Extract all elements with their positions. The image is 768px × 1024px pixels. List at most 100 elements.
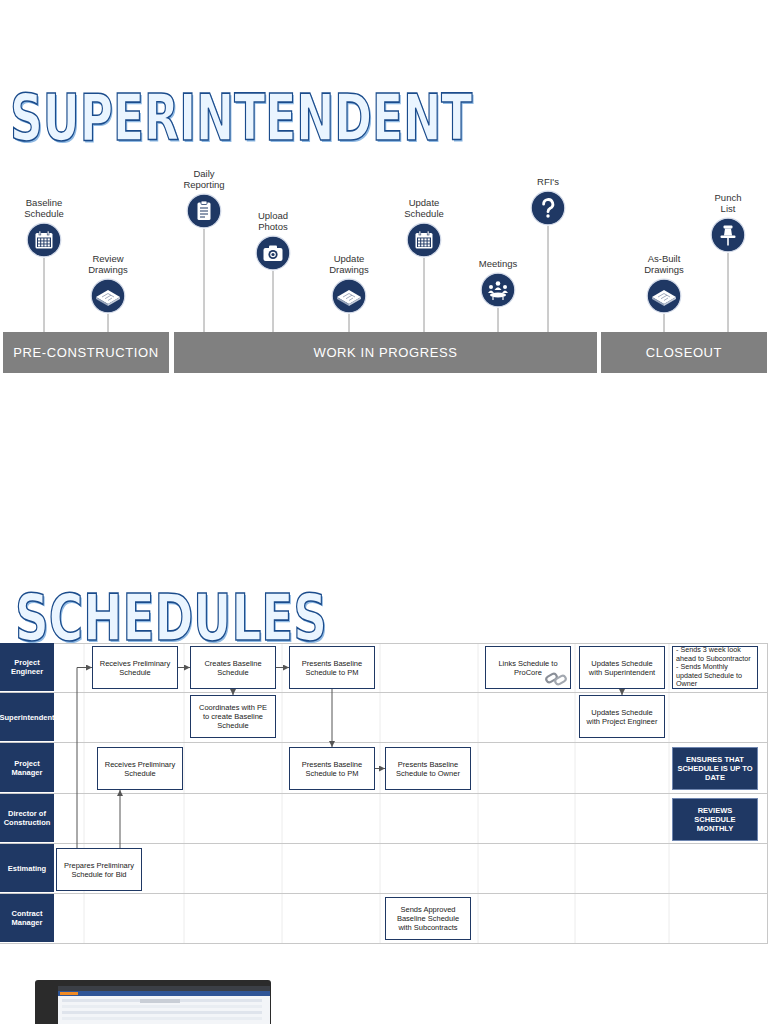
box-text: Creates Baseline Schedule: [195, 659, 271, 677]
decor-shape: [502, 291, 508, 294]
process-box: Presents Baseline Schedule to PM: [289, 747, 375, 790]
decor-shape: [424, 241, 426, 243]
process-box: Presents Baseline Schedule to PM: [289, 646, 375, 689]
screen-nav: [58, 991, 270, 996]
decor-shape: [38, 238, 40, 240]
lane-header: Contract Manager: [0, 894, 54, 943]
box-text: Receives Preliminary Schedule: [102, 760, 178, 778]
decor-shape: [481, 273, 515, 307]
decor-shape: [531, 191, 565, 225]
decor-shape: [544, 671, 568, 687]
screen-bezel: [35, 980, 271, 1024]
decor-shape: [489, 285, 493, 289]
phase-label: WORK IN PROGRESS: [314, 345, 458, 360]
decor-shape: [332, 279, 366, 313]
screen-button: [140, 999, 180, 1003]
milestone-icon: Update Drawings: [331, 278, 367, 314]
process-box: Updates Schedule with Superintendent: [579, 646, 665, 689]
swimlane: Contract Manager Sends Approved Baseline …: [0, 894, 768, 944]
milestone-label: Meetings: [472, 259, 524, 270]
box-text: - Sends Monthly updated Schedule to Owne…: [676, 663, 754, 689]
decor-shape: [424, 238, 426, 240]
milestone-icon: Meetings: [480, 272, 516, 308]
milestone-icon: Daily Reporting: [186, 193, 222, 229]
decor-shape: [47, 231, 49, 235]
decor-shape: [419, 231, 421, 235]
box-text: Presents Baseline Schedule to PM: [294, 659, 370, 677]
decor-shape: [421, 238, 423, 240]
phase-bar: CLOSEOUT: [601, 332, 767, 373]
decor-shape: [664, 297, 676, 306]
screen-row: [62, 1011, 262, 1014]
swimlane: Project Manager Receives Preliminary Sche…: [0, 743, 768, 794]
flow-arrow: [276, 667, 289, 668]
flow-arrow: [332, 689, 333, 747]
decor-shape: [418, 244, 420, 246]
decor-shape: [503, 285, 507, 289]
decor-shape: [417, 238, 431, 248]
decor-shape: [658, 294, 670, 301]
lane-header: Project Engineer: [0, 643, 54, 692]
milestone-icon: Punch List: [710, 217, 746, 253]
decor-shape: [427, 231, 429, 235]
decor-shape: [201, 201, 207, 205]
decor-shape: [724, 229, 732, 236]
process-box: Creates Baseline Schedule: [190, 646, 276, 689]
screen-row: [62, 999, 262, 1002]
box-text: ENSURES THAT SCHEDULE IS UP TO DATE: [677, 755, 753, 782]
table-border: [1, 644, 768, 944]
decor-shape: [554, 675, 567, 686]
swimlane: Project EngineerReceives Preliminary Sch…: [0, 643, 768, 693]
decor-shape: [428, 238, 430, 240]
decor-shape: [337, 290, 361, 304]
decor-shape: [108, 297, 120, 306]
leader-line: [424, 258, 425, 332]
decor-shape: [349, 297, 361, 306]
screen-header: [58, 986, 270, 991]
swimlane: Director of ConstructionREVIEWS SCHEDULE…: [0, 794, 768, 844]
box-text: Updates Schedule with Superintendent: [584, 659, 660, 677]
decor-shape: [646, 278, 682, 314]
lane-label: Project Engineer: [3, 658, 51, 676]
decor-shape: [488, 291, 494, 294]
box-text: Updates Schedule with Project Engineer: [584, 708, 660, 726]
screen-row: [62, 1017, 262, 1020]
milestone-icon: Review Drawings: [90, 278, 126, 314]
lane-header: Estimating: [0, 844, 54, 893]
lane-label: Contract Manager: [3, 909, 51, 927]
phase-bar: WORK IN PROGRESS: [174, 332, 597, 373]
leader-line: [664, 314, 665, 332]
decor-shape: [421, 241, 423, 243]
milestone-label: Punch List: [710, 193, 746, 214]
lane-header: Project Manager: [0, 743, 54, 793]
decor-shape: [270, 252, 276, 258]
decor-shape: [421, 244, 423, 246]
milestone-icon: Upload Photos: [255, 235, 291, 271]
process-box: - Sends 3 week look ahead to Subcontract…: [672, 646, 758, 689]
screen-face: [58, 986, 270, 1024]
decor-shape: [424, 244, 426, 246]
decor-shape: [544, 200, 553, 212]
flow-arrow: [375, 768, 385, 769]
decor-shape: [41, 241, 43, 243]
decor-shape: [41, 238, 43, 240]
decor-shape: [96, 290, 120, 304]
milestone-label: Baseline Schedule: [18, 198, 70, 219]
decor-shape: [187, 194, 221, 228]
phase-label: PRE-CONSTRUCTION: [13, 345, 158, 360]
decor-shape: [331, 278, 367, 314]
decor-shape: [493, 297, 503, 300]
milestone-icon: Update Schedule: [406, 222, 442, 258]
process-box: Sends Approved Baseline Schedule with Su…: [385, 897, 471, 940]
flow-arrow: [120, 790, 121, 848]
decor-shape: [495, 287, 502, 290]
decor-shape: [710, 217, 746, 253]
decor-shape: [48, 238, 50, 240]
section-title: SCHEDULES: [15, 586, 327, 650]
process-box: ENSURES THAT SCHEDULE IS UP TO DATE: [672, 747, 758, 790]
decor-shape: [647, 279, 681, 313]
milestone-label: RFI's: [522, 177, 574, 188]
milestone-icon: RFI's: [530, 190, 566, 226]
process-box: REVIEWS SCHEDULE MONTHLY: [672, 798, 758, 841]
decor-shape: [546, 214, 549, 217]
